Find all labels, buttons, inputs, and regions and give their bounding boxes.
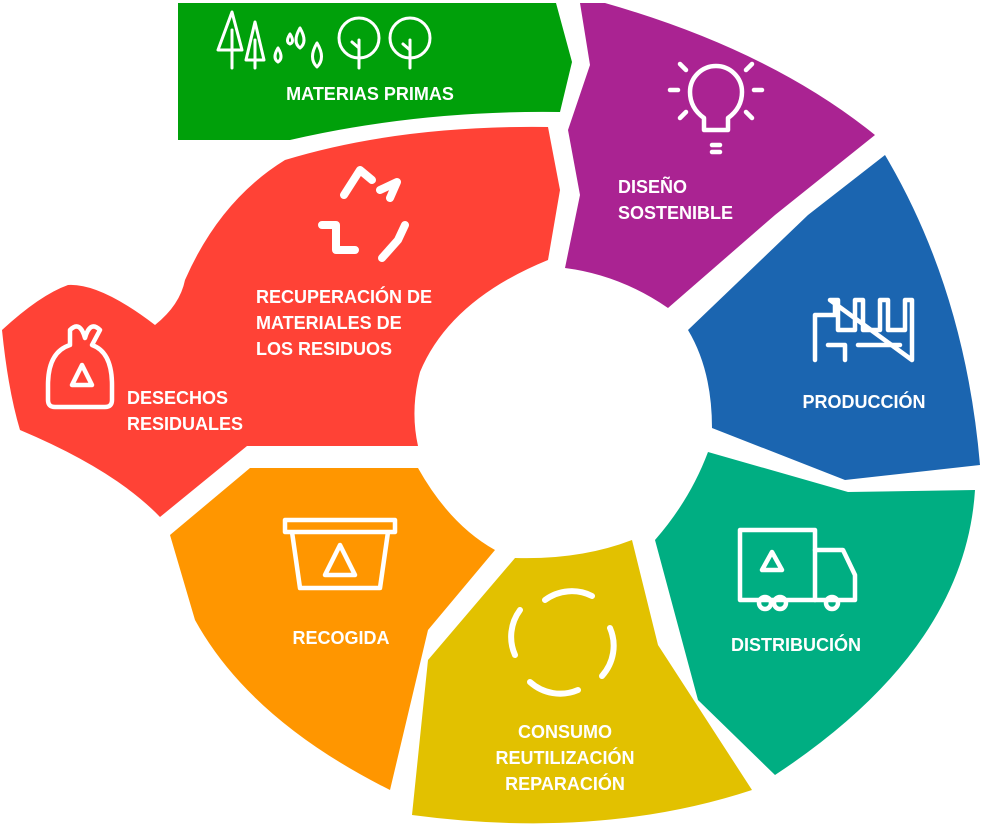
label-desechos-line1: DESECHOS	[127, 388, 228, 408]
label-consumo-line2: REUTILIZACIÓN	[496, 747, 635, 768]
segment-diseno-sostenible	[565, 3, 875, 308]
label-produccion: PRODUCCIÓN	[802, 391, 925, 412]
segment-distribucion	[655, 452, 975, 775]
label-diseno-line2: SOSTENIBLE	[618, 203, 733, 223]
label-recuperacion-line3: LOS RESIDUOS	[256, 339, 392, 359]
label-materias-primas: MATERIAS PRIMAS	[286, 84, 454, 104]
cycle-arrows-icon	[508, 588, 617, 697]
recycling-bin-icon	[282, 517, 398, 591]
label-desechos-line2: RESIDUALES	[127, 414, 243, 434]
segment-produccion	[688, 155, 980, 480]
segment-consumo	[412, 540, 752, 824]
segment-recuperacion	[2, 126, 560, 517]
segment-materias-primas	[178, 3, 572, 140]
factory-icon	[812, 297, 915, 363]
trees-water-icon	[216, 10, 432, 70]
recycle-icon	[318, 166, 409, 262]
lightbulb-icon	[667, 61, 765, 155]
label-diseno-line1: DISEÑO	[618, 176, 687, 197]
label-consumo-line3: REPARACIÓN	[505, 773, 625, 794]
label-recuperacion-line1: RECUPERACIÓN DE	[256, 286, 432, 307]
label-recuperacion-line2: MATERIALES DE	[256, 313, 402, 333]
truck-icon	[737, 527, 858, 612]
label-consumo-line1: CONSUMO	[518, 722, 612, 742]
center-hole	[418, 315, 618, 515]
label-distribucion: DISTRIBUCIÓN	[731, 634, 861, 655]
garbage-bag-icon	[45, 324, 115, 410]
label-recogida: RECOGIDA	[292, 628, 389, 648]
segment-recogida	[170, 468, 495, 790]
